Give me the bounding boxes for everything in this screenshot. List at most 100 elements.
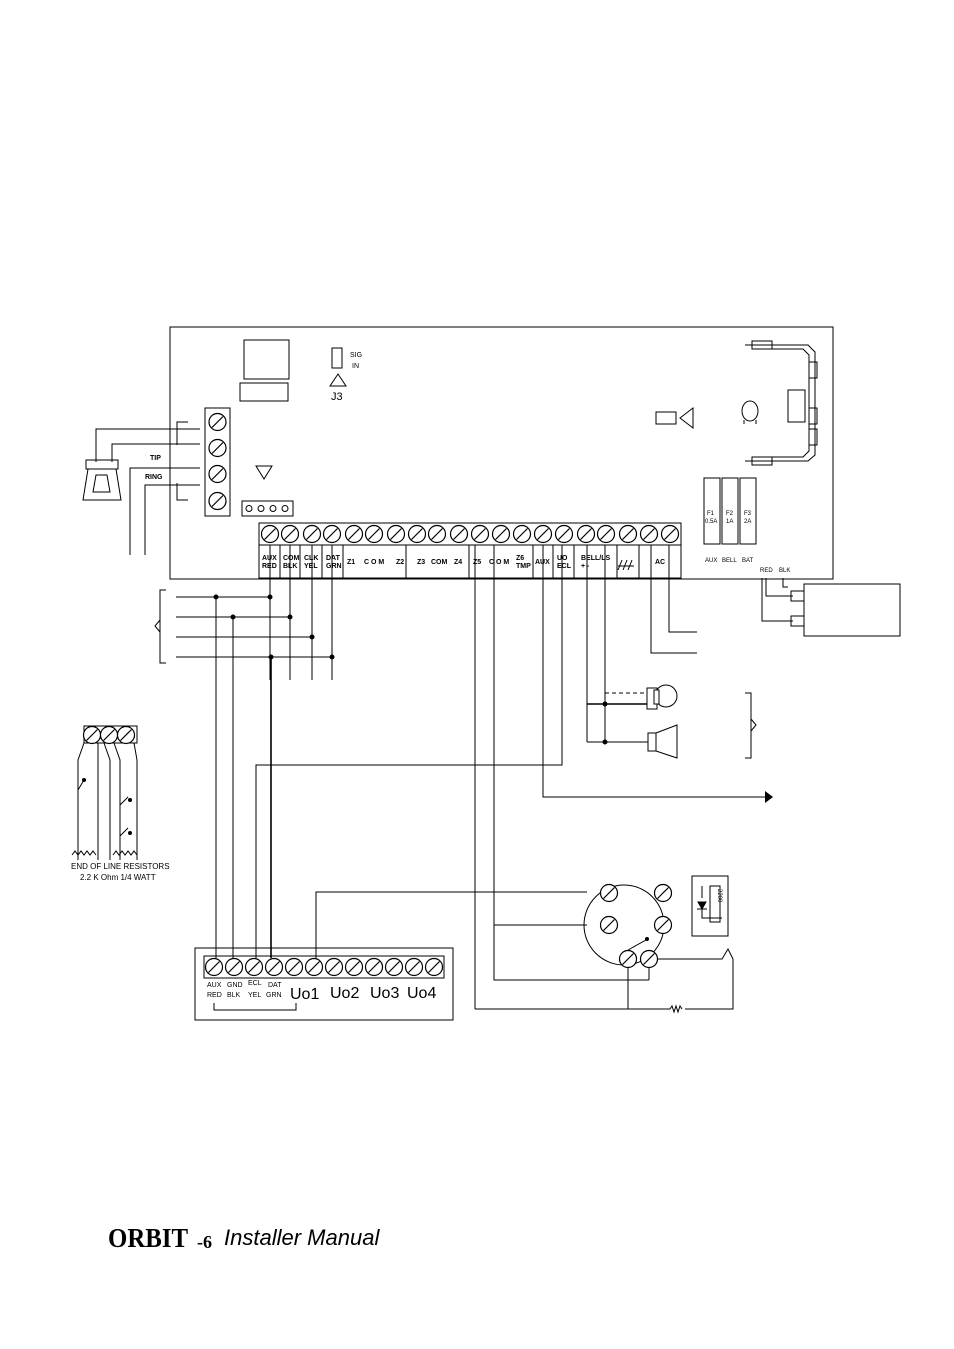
battery-holder <box>745 340 818 466</box>
screw-terminal[interactable] <box>208 464 227 484</box>
screw-terminal[interactable] <box>596 524 616 544</box>
screw-terminal[interactable] <box>208 491 227 511</box>
uo1-wire <box>315 891 587 958</box>
fuse-value: 1A <box>726 519 733 525</box>
phone-jack: TIP RING <box>82 428 200 555</box>
terminal-label-com3: C O M <box>489 559 509 566</box>
j3-label: J3 <box>331 391 343 403</box>
terminal-label-com1: C O M <box>364 559 384 566</box>
board-connector <box>239 382 289 402</box>
screw-terminal[interactable] <box>424 957 444 977</box>
terminal-label-z6: Z6 <box>516 555 524 562</box>
screw-terminal[interactable] <box>324 957 344 977</box>
terminal-label-z1: Z1 <box>347 559 355 566</box>
terminal-label-uo: ECL <box>557 563 572 570</box>
crystal-icon <box>741 400 759 422</box>
fuse-name: F1 <box>707 511 715 517</box>
eol-note-line1: END OF LINE RESISTORS <box>71 862 170 871</box>
screw-terminal[interactable] <box>449 524 469 544</box>
terminal-label-com2: COM <box>431 559 448 566</box>
output-expander: AUX RED GND BLK ECL YEL DAT GRN Uo1 Uo2 … <box>194 947 454 1021</box>
terminal-label-z2: Z2 <box>396 559 404 566</box>
screw-terminal[interactable] <box>244 957 264 977</box>
screw-terminal[interactable] <box>280 524 300 544</box>
screw-terminal[interactable] <box>639 524 659 544</box>
screw-terminal[interactable] <box>660 524 680 544</box>
output-label-uo1: Uo1 <box>290 986 319 1003</box>
sig-label: SIG <box>350 352 362 359</box>
screw-terminal[interactable] <box>304 957 324 977</box>
screw-terminal[interactable] <box>491 524 511 544</box>
exp-label: ECL <box>248 980 262 987</box>
fuse-label: BAT <box>742 558 754 564</box>
terminal-label-uo: UO <box>557 555 568 562</box>
arrow-right-icon <box>765 791 773 803</box>
battery <box>761 578 901 637</box>
speaker-icon <box>679 406 694 430</box>
screw-terminal[interactable] <box>404 957 424 977</box>
page-footer: ORBIT -6 Installer Manual <box>108 1220 379 1256</box>
board-chip <box>243 339 290 380</box>
exp-label: RED <box>207 992 222 999</box>
phone-terminal-block <box>176 407 231 517</box>
screw-terminal[interactable] <box>512 524 532 544</box>
keypad-bus-wiring <box>154 545 765 958</box>
fuse-block: F1 0.5A F2 1A F3 2A AUX BELL BAT <box>703 477 757 564</box>
battery-red-label: RED <box>760 568 773 574</box>
board-component <box>655 411 677 425</box>
output-label-uo2: Uo2 <box>330 985 359 1002</box>
screw-terminal[interactable] <box>470 524 490 544</box>
terminal-label-com: COM <box>283 555 300 562</box>
fuse-label: AUX <box>705 558 717 564</box>
screw-terminal[interactable] <box>208 438 227 458</box>
output-label-uo3: Uo3 <box>370 985 399 1002</box>
screw-terminal[interactable] <box>264 957 284 977</box>
eol-resistor-block <box>71 725 138 860</box>
screw-terminal[interactable] <box>618 524 638 544</box>
fuse-name: F2 <box>726 511 734 517</box>
screw-terminal[interactable] <box>364 957 384 977</box>
brand-suffix: -6 <box>197 1231 213 1252</box>
terminal-label-clk: YEL <box>304 563 318 570</box>
fuse-value: 2A <box>744 519 751 525</box>
terminal-label-dat: DAT <box>326 555 341 562</box>
screw-terminal[interactable] <box>344 957 364 977</box>
detector-resistor-label: 2200 <box>716 889 722 903</box>
eol-note-line2: 2.2 K Ohm 1/4 WATT <box>80 873 156 882</box>
screw-terminal[interactable] <box>576 524 596 544</box>
screw-terminal[interactable] <box>533 524 553 544</box>
screw-terminal[interactable] <box>344 524 364 544</box>
ground-icon <box>617 559 634 571</box>
screw-terminal[interactable] <box>427 524 447 544</box>
j3-jumper[interactable] <box>331 347 343 369</box>
screw-terminal[interactable] <box>208 412 227 432</box>
ring-label: RING <box>145 474 163 481</box>
manual-title: Installer Manual <box>224 1225 380 1250</box>
terminal-label-bell: + - <box>581 563 590 570</box>
screw-terminal[interactable] <box>224 957 244 977</box>
tip-label: TIP <box>150 455 161 462</box>
screw-terminal[interactable] <box>284 957 304 977</box>
in-label: IN <box>352 363 359 370</box>
screw-terminal[interactable] <box>554 524 574 544</box>
pin-header <box>241 500 294 517</box>
smoke-detector: 2200 <box>474 545 734 1014</box>
screw-terminal[interactable] <box>322 524 342 544</box>
screw-terminal[interactable] <box>302 524 322 544</box>
bell-siren-wiring <box>586 545 757 759</box>
fuse-value: 0.5A <box>705 519 717 525</box>
exp-label: AUX <box>207 982 222 989</box>
terminal-label-z6: TMP <box>516 563 531 570</box>
screw-terminal[interactable] <box>204 957 224 977</box>
screw-terminal[interactable] <box>384 957 404 977</box>
brand-logo: ORBIT <box>108 1222 189 1253</box>
terminal-label-clk: CLK <box>304 555 318 562</box>
screw-terminal[interactable] <box>386 524 406 544</box>
triangle-icon <box>329 373 347 387</box>
screw-terminal[interactable] <box>407 524 427 544</box>
exp-label: YEL <box>248 992 261 999</box>
screw-terminal[interactable] <box>260 524 280 544</box>
screw-terminal[interactable] <box>364 524 384 544</box>
